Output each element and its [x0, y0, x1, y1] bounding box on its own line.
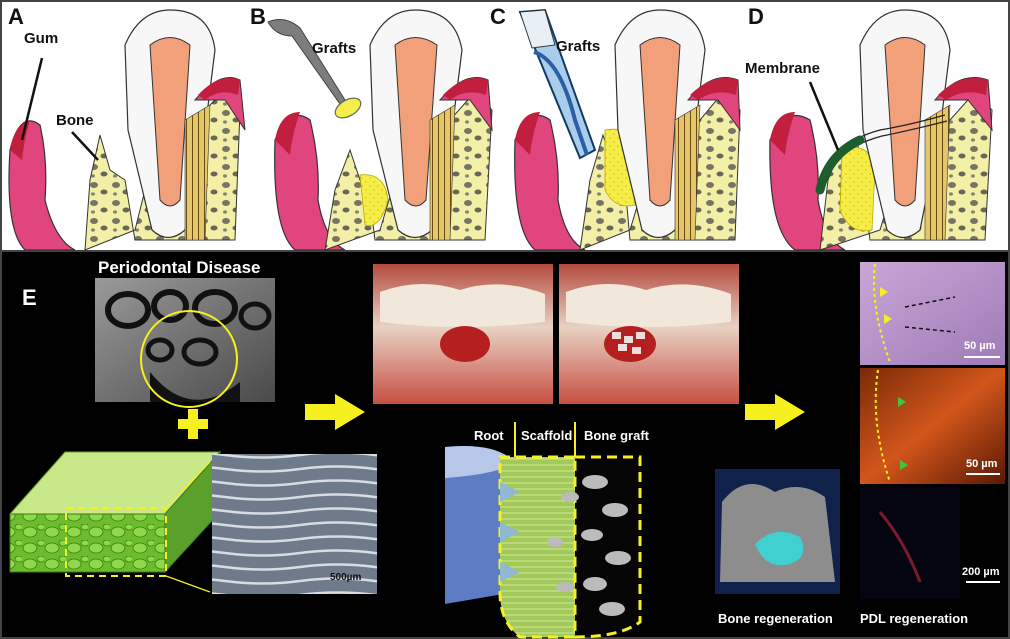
histology-fluorescence-image [860, 487, 960, 599]
scale-200-label: 200 µm [962, 566, 1000, 578]
root-label: Root [474, 428, 504, 443]
scaffold-3d-block [8, 450, 222, 593]
panel-a-letter: A [8, 4, 24, 29]
bone-regeneration-label: Bone regeneration [718, 611, 833, 626]
sem-image [212, 454, 377, 594]
gum-label: Gum [24, 30, 59, 47]
surgery-photo-2 [559, 264, 739, 404]
surgery-photo-1 [373, 264, 553, 404]
histology-he-image [860, 262, 1005, 365]
panel-e-letter: E [22, 285, 37, 310]
grafts-label-b: Grafts [312, 40, 357, 57]
panel-c [514, 8, 741, 251]
membrane-label: Membrane [745, 60, 821, 77]
panel-b-letter: B [250, 4, 266, 29]
scale-50-label-b: 50 µm [966, 458, 998, 470]
bone-regeneration-render [715, 469, 840, 594]
bone-graft-label: Bone graft [584, 428, 649, 443]
right-arrow-icon [305, 394, 365, 430]
panel-d [769, 9, 993, 251]
pdl-regeneration-label: PDL regeneration [860, 611, 969, 626]
tooth-schematics [8, 8, 993, 251]
scale-50-label-a: 50 µm [964, 340, 996, 352]
panel-e-graphics [8, 262, 1005, 639]
sem-scale-label: 500µm [330, 572, 362, 583]
ct-scan-image [95, 278, 275, 408]
panel-d-letter: D [748, 4, 764, 29]
bone-label: Bone [56, 112, 94, 129]
scaffold-label: Scaffold [521, 428, 573, 443]
regeneration-schematic [445, 422, 642, 639]
panel-a [8, 9, 246, 251]
histology-polarized-image [860, 368, 1005, 484]
grafts-label-c: Grafts [556, 38, 601, 55]
panel-b [267, 9, 493, 251]
disease-title: Periodontal Disease [98, 258, 261, 277]
plus-icon [178, 409, 208, 439]
panel-c-letter: C [490, 4, 506, 29]
right-arrow-icon-2 [745, 394, 805, 430]
